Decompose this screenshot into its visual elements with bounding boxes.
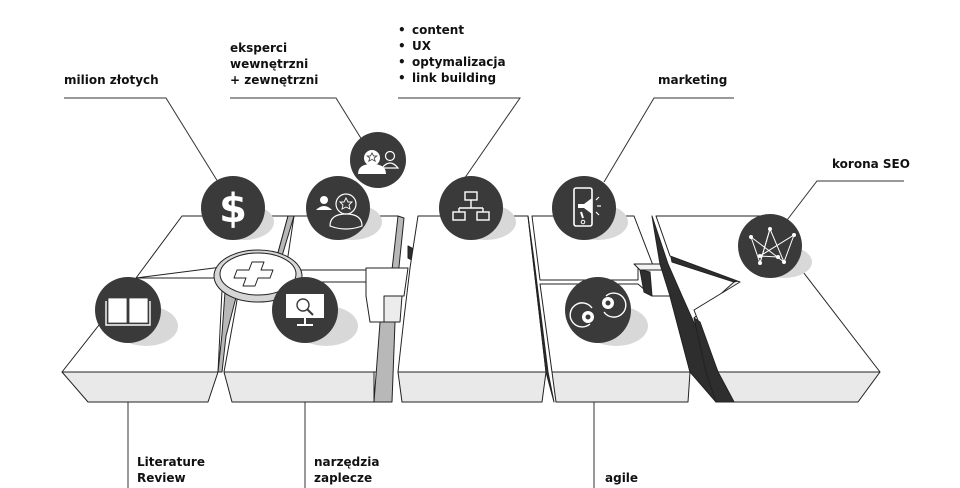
label-experts-line-2: wewnętrzni <box>230 57 309 71</box>
dollar-icon: $ <box>201 176 265 240</box>
label-agile: agile <box>605 471 639 485</box>
label-tools: narzędzia zaplecze <box>314 454 379 486</box>
wall-dark-left <box>527 215 555 403</box>
bullet-item: link building <box>398 70 506 86</box>
leader-money <box>64 97 219 183</box>
expert-person-icon <box>306 176 370 240</box>
svg-text:$: $ <box>219 186 247 232</box>
leader-optimization <box>398 97 521 183</box>
label-crown: korona SEO <box>832 157 910 171</box>
piece-agile-side <box>551 371 691 403</box>
piece-middle-side <box>397 371 547 403</box>
arrow-notch-side <box>383 295 403 323</box>
monitor-search-icon <box>272 277 338 343</box>
piece-crown-side <box>717 371 881 403</box>
tile-left-cluster <box>61 215 409 403</box>
leader-experts <box>230 97 363 141</box>
bullet-item: content <box>398 22 506 38</box>
sitemap-icon <box>439 176 503 240</box>
tile-middle-arrow <box>397 215 547 403</box>
piece-front-left-side <box>61 371 219 403</box>
label-literature-line-2: Review <box>137 471 186 485</box>
notch-light <box>633 263 665 271</box>
bullet-item: optymalizacja <box>398 54 506 70</box>
gears-cycle-icon <box>565 277 631 343</box>
piece-front-right-side <box>223 371 375 403</box>
label-money: milion złotych <box>64 73 159 87</box>
label-literature: Literature Review <box>137 454 205 486</box>
tile-crown <box>655 215 881 403</box>
label-literature-line-1: Literature <box>137 455 205 469</box>
label-experts: eksperci wewnętrzni + zewnętrzni <box>230 40 318 88</box>
piece-crown-dark-edge <box>693 317 735 403</box>
label-tools-line-2: zaplecze <box>314 471 373 485</box>
bullet-item: UX <box>398 38 506 54</box>
phone-megaphone-icon <box>552 176 616 240</box>
leader-crown <box>783 180 904 225</box>
label-tools-line-1: narzędzia <box>314 455 380 469</box>
plus-icon <box>233 261 274 287</box>
leader-marketing <box>603 97 734 183</box>
label-experts-line-1: eksperci <box>230 41 288 55</box>
notch-dark <box>639 269 653 297</box>
label-experts-line-3: + zewnętrzni <box>230 73 319 87</box>
expert-people-icon <box>350 132 406 188</box>
label-marketing: marketing <box>658 73 728 87</box>
book-icon <box>95 277 161 343</box>
label-optimization-list: content UX optymalizacja link building <box>398 22 506 86</box>
crown-network-icon <box>738 214 802 278</box>
